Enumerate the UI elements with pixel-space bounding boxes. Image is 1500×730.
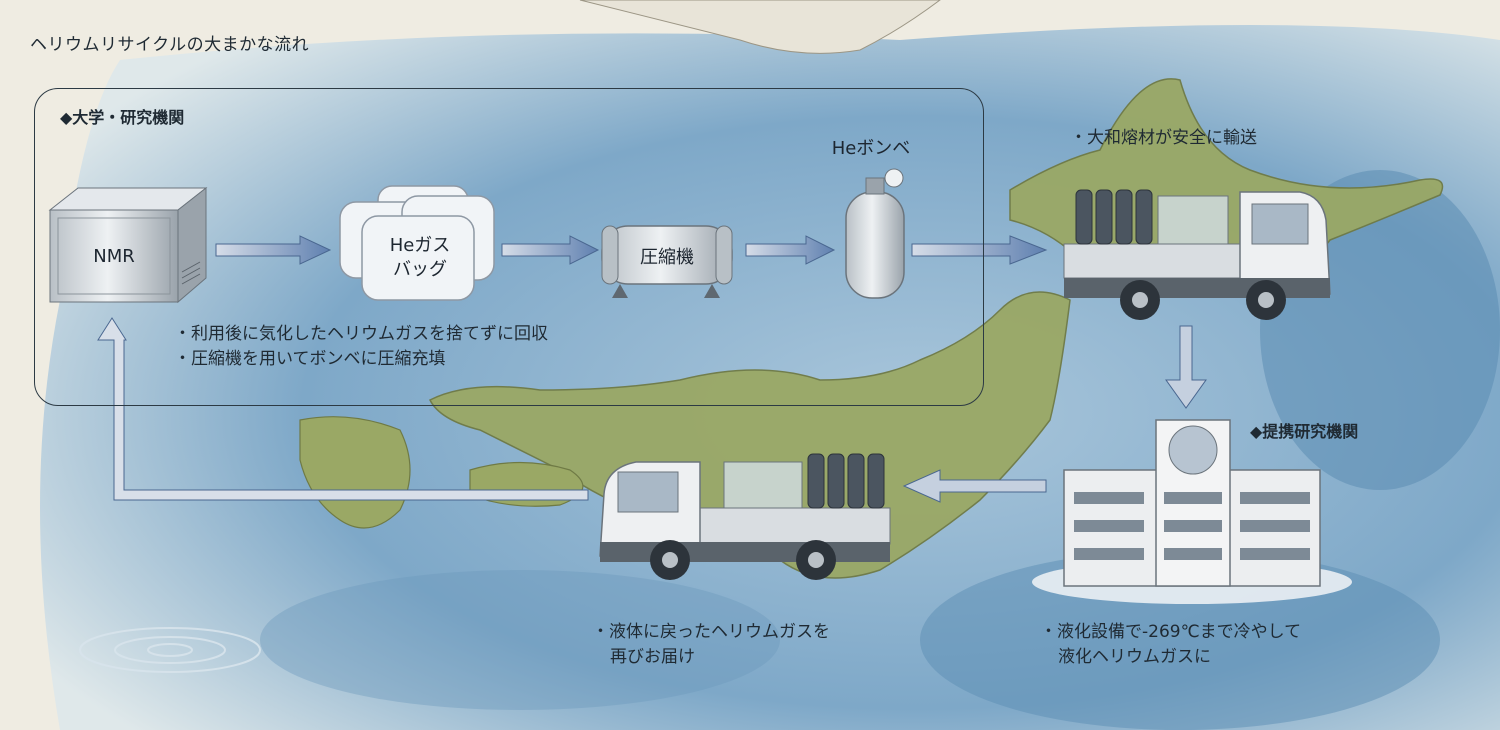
partner-note: 液化ヘリウムガスに <box>1058 647 1211 667</box>
partner-note: ・液化設備で-269℃まで冷やして <box>1040 622 1302 642</box>
gas-bags <box>339 185 495 301</box>
flow-arrow-left <box>902 469 1047 503</box>
truck-lower <box>599 453 891 580</box>
compressor-label: 圧縮機 <box>640 247 694 268</box>
diagram-title: ヘリウムリサイクルの大まかな流れ <box>30 35 310 55</box>
university-note: ・利用後に気化したヘリウムガスを捨てずに回収 <box>174 324 548 344</box>
gas-bag-label: Heガス バッグ <box>366 234 474 282</box>
nmr-label: NMR <box>93 246 135 267</box>
university-note: ・圧縮機を用いてボンベに圧縮充填 <box>174 349 446 369</box>
gas-bag-label-line1: Heガス <box>389 235 451 256</box>
cylinder-label: Heボンベ <box>831 138 911 159</box>
compressor <box>601 225 733 298</box>
partner-building <box>1032 419 1352 604</box>
he-cylinder <box>845 168 905 299</box>
nmr-unit <box>48 186 208 304</box>
truck-upper <box>1063 189 1331 320</box>
university-heading: ◆大学・研究機関 <box>60 108 185 127</box>
water-drop-decoration <box>79 627 261 673</box>
university-frame <box>34 88 984 406</box>
transport-note: ・大和熔材が安全に輸送 <box>1070 128 1257 148</box>
gas-bag-label-line2: バッグ <box>393 259 447 280</box>
return-notes: ・液体に戻ったヘリウムガスを 再びお届け <box>592 620 830 670</box>
flow-arrow-return <box>97 317 589 501</box>
return-note: ・液体に戻ったヘリウムガスを <box>592 622 830 642</box>
partner-heading: ◆提携研究機関 <box>1250 422 1359 441</box>
return-note: 再びお届け <box>610 647 695 667</box>
partner-notes: ・液化設備で-269℃まで冷やして 液化ヘリウムガスに <box>1040 620 1301 670</box>
deep-sea-patch <box>260 570 780 710</box>
land-continent <box>579 0 941 54</box>
flow-arrow-down <box>1165 325 1207 409</box>
land-honshu <box>428 291 1071 579</box>
university-notes: ・利用後に気化したヘリウムガスを捨てずに回収 ・圧縮機を用いてボンベに圧縮充填 <box>174 322 548 372</box>
flow-arrow <box>215 235 1048 265</box>
